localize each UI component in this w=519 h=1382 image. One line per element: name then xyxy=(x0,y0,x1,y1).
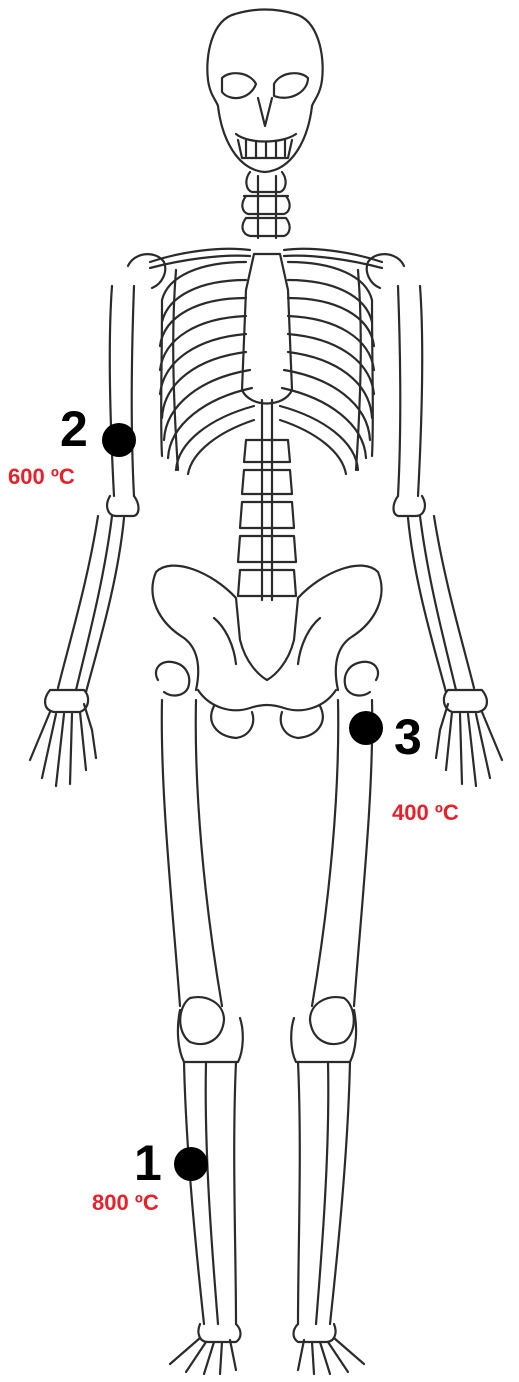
ribs-right xyxy=(280,262,374,474)
sternum xyxy=(242,254,292,404)
marker-number-3: 3 xyxy=(394,712,422,762)
skull xyxy=(207,10,322,173)
cervical-spine xyxy=(242,172,289,238)
marker-dot-2 xyxy=(102,423,136,457)
temperature-label-1: 800 ºC xyxy=(92,1192,159,1214)
temperature-label-3: 400 ºC xyxy=(392,802,459,824)
ribs-left xyxy=(160,262,254,474)
right-leg xyxy=(291,662,378,1374)
marker-dot-1 xyxy=(174,1147,208,1181)
pelvis xyxy=(152,566,381,738)
temperature-label-2: 600 ºC xyxy=(8,466,75,488)
left-leg xyxy=(156,662,243,1374)
marker-number-1: 1 xyxy=(134,1138,162,1188)
left-arm xyxy=(30,286,139,786)
marker-dot-3 xyxy=(349,711,383,745)
spine xyxy=(238,400,296,600)
marker-number-2: 2 xyxy=(60,404,88,454)
